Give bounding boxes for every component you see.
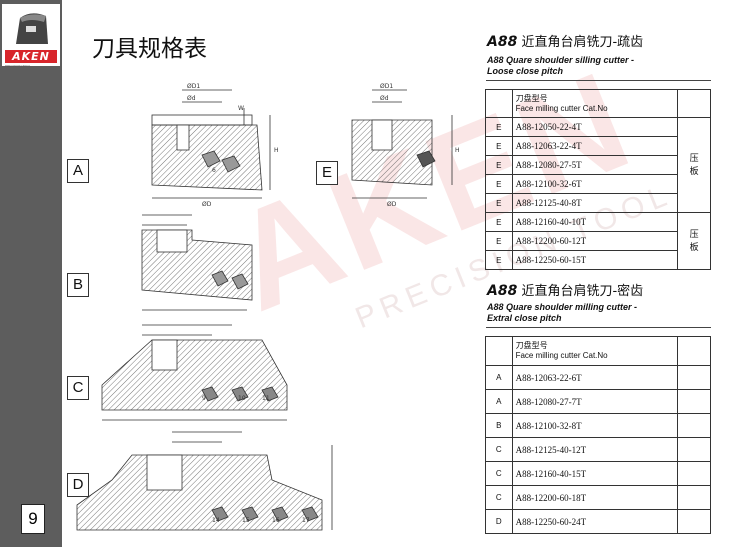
loose-type: E [485, 174, 513, 194]
loose-type: E [485, 250, 513, 270]
insert-num-10: 10 [238, 395, 246, 402]
dim-h-e: H [455, 147, 460, 154]
dim-d2-a: ØD [202, 201, 212, 208]
dim-h-a: H [274, 147, 279, 154]
loose-mark-a: 压板 [677, 117, 711, 213]
insert-num-6: 6 [212, 167, 216, 174]
dense-model: A88-12200-60-18T [511, 485, 679, 510]
insert-num-11: 11 [262, 395, 270, 402]
dense-divider [486, 327, 711, 328]
figure-label-d: D [67, 473, 89, 497]
dense-type: C [485, 485, 513, 510]
cutter-drawings: ØD1 Ød ØD H W 6 9 10 11 14 15 16 17 ØD1 … [76, 83, 460, 531]
logo-subtext: PRECISION TOOL [5, 64, 31, 68]
dense-header: 刀盘型号 Face milling cutter Cat.No [511, 336, 679, 366]
loose-model: A88-12125-40-8T [511, 193, 679, 213]
dense-type: B [485, 413, 513, 438]
loose-type: E [485, 193, 513, 213]
loose-model: A88-12063-22-4T [511, 136, 679, 156]
dense-type: C [485, 437, 513, 462]
loose-mark-b: 压板 [677, 212, 711, 270]
dense-cn-title: 近直角台肩铣刀-密齿 [521, 284, 644, 299]
figure-label-e: E [316, 161, 338, 185]
dense-code: A88 [487, 283, 518, 299]
sidebar: AKEN PRECISION TOOL 9 [0, 0, 62, 547]
loose-cn-title: 近直角台肩铣刀-疏齿 [521, 35, 644, 50]
dim-d-e: Ød [380, 95, 389, 102]
dense-en-title-1: A88 Quare shoulder milling cutter - [487, 302, 638, 312]
loose-code: A88 [487, 34, 518, 50]
insert-num-14: 14 [212, 517, 220, 524]
loose-type: E [485, 231, 513, 251]
insert-num-9: 9 [202, 395, 206, 402]
dense-model: A88-12250-60-24T [511, 509, 679, 534]
loose-header: 刀盘型号 Face milling cutter Cat.No [511, 89, 679, 118]
loose-en-title-2: Loose close pitch [487, 66, 564, 76]
brand-logo: AKEN PRECISION TOOL [2, 4, 60, 68]
loose-model: A88-12080-27-5T [511, 155, 679, 175]
loose-model: A88-12100-32-6T [511, 174, 679, 194]
logo-text: AKEN [5, 50, 57, 63]
dim-d-a: Ød [187, 95, 196, 102]
loose-section-title: A88 近直角台肩铣刀-疏齿 [487, 31, 643, 50]
drawing-b [141, 214, 253, 311]
loose-type: E [485, 136, 513, 156]
dim-d1-a: ØD1 [187, 83, 200, 90]
dim-w-a: W [238, 105, 244, 112]
figure-label-a: A [67, 159, 89, 183]
dense-model: A88-12063-22-6T [511, 365, 679, 390]
page-number: 9 [21, 504, 45, 534]
insert-num-16: 16 [272, 517, 280, 524]
dense-type: A [485, 389, 513, 414]
dense-type: D [485, 509, 513, 534]
loose-model: A88-12050-22-4T [511, 117, 679, 137]
dense-en-title-2: Extral close pitch [487, 313, 562, 323]
loose-type: E [485, 155, 513, 175]
drawing-d [76, 431, 333, 531]
dense-model: A88-12080-27-7T [511, 389, 679, 414]
insert-num-17: 17 [302, 517, 310, 524]
drawing-a [151, 89, 271, 199]
figure-label-c: C [67, 376, 89, 400]
loose-model: A88-12250-60-15T [511, 250, 679, 270]
loose-divider [486, 80, 711, 81]
loose-type: E [485, 212, 513, 232]
dense-model: A88-12125-40-12T [511, 437, 679, 462]
dense-type: A [485, 365, 513, 390]
loose-type: E [485, 117, 513, 137]
cutter-logo-icon [16, 13, 48, 44]
loose-model: A88-12200-60-12T [511, 231, 679, 251]
insert-num-15: 15 [242, 517, 250, 524]
dense-type: C [485, 461, 513, 486]
loose-en-title-1: A88 Quare shoulder silling cutter - [487, 55, 635, 65]
page-title: 刀具规格表 [92, 36, 207, 62]
drawing-c [101, 324, 288, 421]
drawing-e [351, 89, 453, 199]
dim-d1-e: ØD1 [380, 83, 393, 90]
dim-d2-e: ØD [387, 201, 397, 208]
dense-model: A88-12100-32-8T [511, 413, 679, 438]
dense-section-title: A88 近直角台肩铣刀-密齿 [487, 280, 643, 299]
figure-label-b: B [67, 273, 89, 297]
dense-model: A88-12160-40-15T [511, 461, 679, 486]
loose-model: A88-12160-40-10T [511, 212, 679, 232]
